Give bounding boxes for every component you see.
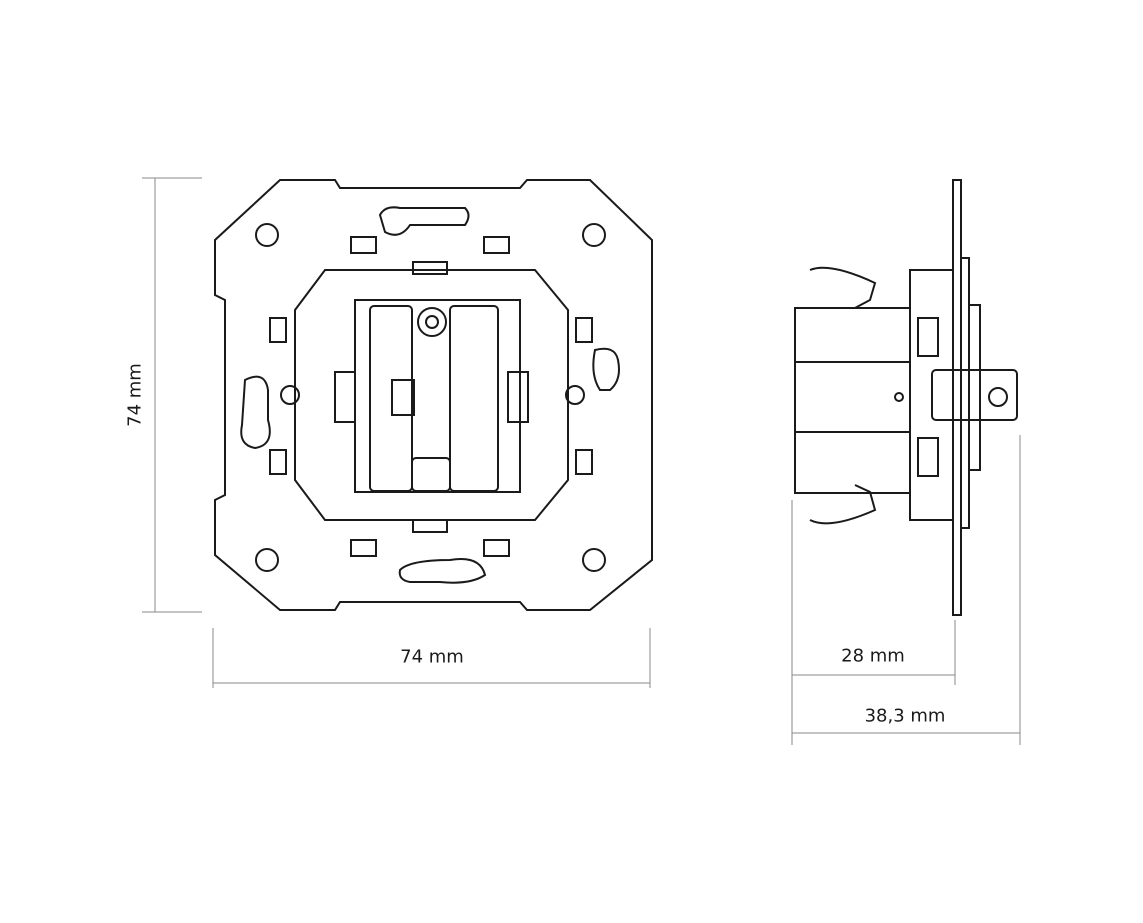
front-view — [214, 179, 653, 611]
dimension-lines — [142, 177, 1021, 745]
height-dimension-label: 74 mm — [124, 363, 146, 427]
width-dimension-label: 74 mm — [400, 646, 464, 668]
switch-frame — [294, 269, 569, 521]
mounting-plate-outline — [214, 179, 653, 611]
total-depth-dimension-label: 38,3 mm — [864, 705, 946, 727]
body-depth-dimension-label: 28 mm — [841, 645, 905, 667]
rocker-lever — [931, 369, 1018, 421]
front-plate — [952, 179, 962, 616]
side-view — [794, 179, 1018, 616]
